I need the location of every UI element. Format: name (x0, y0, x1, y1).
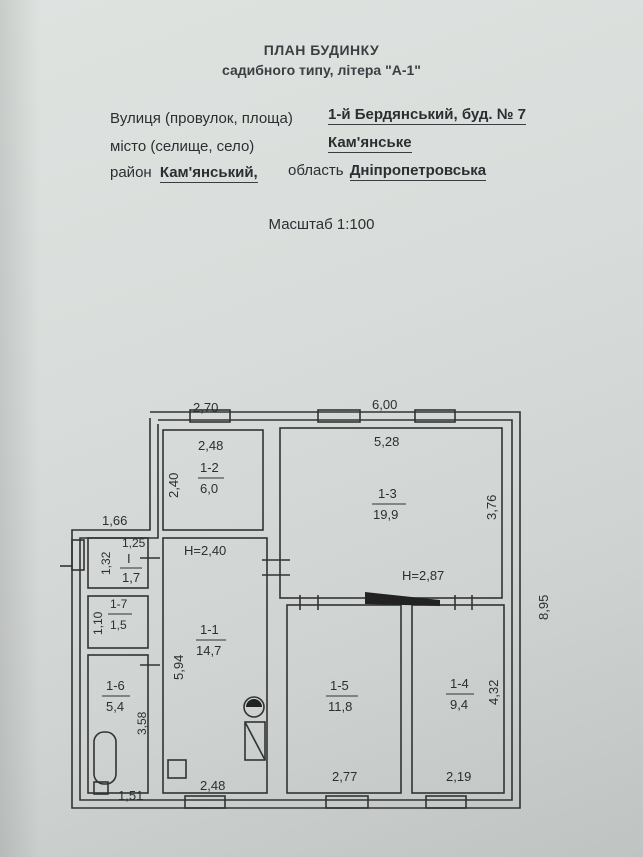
room-1-6-width: 1,51 (118, 788, 143, 803)
room-1-3-area: 19,9 (373, 507, 398, 522)
room-1-2-outline (162, 429, 264, 531)
room-1-4-id: 1-4 (450, 676, 469, 691)
room-1-1-id: 1-1 (200, 622, 219, 637)
page-shadow (0, 0, 40, 857)
room-1-2-area: 6,0 (200, 481, 218, 496)
heater (244, 721, 266, 761)
room-I-outline (87, 537, 149, 589)
street-value: 1-й Бердянський, буд. № 7 (328, 106, 526, 125)
dim-top-left: 2,70 (193, 400, 218, 415)
room-1-2-height: 2,40 (166, 473, 181, 498)
dim-total-height: 8,95 (536, 595, 551, 620)
region-label: область (288, 162, 344, 179)
city-label: місто (селище, село) (110, 138, 255, 155)
room-1-5-id: 1-5 (330, 678, 349, 693)
plan-title: ПЛАН БУДИНКУ (263, 42, 380, 58)
room-1-7-id: 1-7 (110, 597, 128, 611)
street-row: Вулиця (провулок, площа) (110, 110, 293, 127)
street-label: Вулиця (провулок, площа) (110, 110, 293, 127)
room-1-4-outline (411, 604, 505, 794)
room-1-5-outline (286, 604, 402, 794)
ceiling-height-left: H=2,40 (184, 543, 226, 558)
room-1-3-id: 1-3 (378, 486, 397, 501)
room-1-6-height: 3,58 (135, 711, 149, 735)
region-value: Дніпропетровська (349, 162, 487, 181)
room-1-2-id: 1-2 (200, 460, 219, 475)
street-value-wrap: 1-й Бердянський, буд. № 7 (328, 106, 526, 125)
room-I-width: 1,25 (122, 536, 146, 550)
room-1-1-area: 14,7 (196, 643, 221, 658)
dim-porch-width: 1,66 (102, 513, 127, 528)
district-label: район (110, 164, 152, 181)
room-I-height: 1,32 (99, 551, 113, 575)
boiler (243, 696, 265, 718)
region-row: область Дніпропетровська (288, 162, 487, 181)
room-1-1-outline (162, 537, 268, 794)
room-1-5-width: 2,77 (332, 769, 357, 784)
plan-subtitle: садибного типу, літера "А-1" (222, 62, 421, 78)
room-1-5-area: 11,8 (328, 699, 352, 714)
room-1-4-width: 2,19 (446, 769, 471, 784)
heater-diagonal (244, 721, 266, 761)
room-1-6-area: 5,4 (106, 699, 124, 714)
room-1-1-height: 5,94 (171, 655, 186, 680)
room-1-6-id: 1-6 (106, 678, 125, 693)
room-1-3-width: 5,28 (374, 434, 399, 449)
district-row: район Кам'янський, (110, 164, 258, 183)
ceiling-height-right: H=2,87 (402, 568, 444, 583)
city-value-wrap: Кам'янське (328, 134, 412, 153)
city-value: Кам'янське (328, 134, 412, 153)
stove (167, 759, 187, 779)
room-1-4-height: 4,32 (486, 680, 501, 705)
boiler-fill (246, 699, 262, 707)
room-I-area: 1,7 (122, 570, 140, 585)
room-1-4-area: 9,4 (450, 697, 468, 712)
outer-wall-inner (79, 419, 513, 801)
room-1-7-outline (87, 595, 149, 649)
room-1-6-outline (87, 654, 149, 794)
room-1-7-area: 1,5 (110, 618, 127, 632)
outer-wall (71, 411, 521, 809)
scale-label: Масштаб 1:100 (268, 216, 375, 233)
room-1-2-width: 2,48 (198, 438, 223, 453)
partition-wedge (365, 592, 440, 606)
room-1-7-height: 1,10 (91, 611, 105, 635)
city-row: місто (селище, село) (110, 138, 254, 155)
room-I-id: I (127, 551, 131, 566)
window-marks (71, 409, 467, 809)
dim-top-right: 6,00 (372, 397, 397, 412)
bathtub (93, 731, 117, 785)
district-value: Кам'янський, (159, 164, 258, 183)
room-1-1-width: 2,48 (200, 778, 225, 793)
room-1-3-height: 3,76 (484, 495, 499, 520)
sink (93, 781, 109, 795)
